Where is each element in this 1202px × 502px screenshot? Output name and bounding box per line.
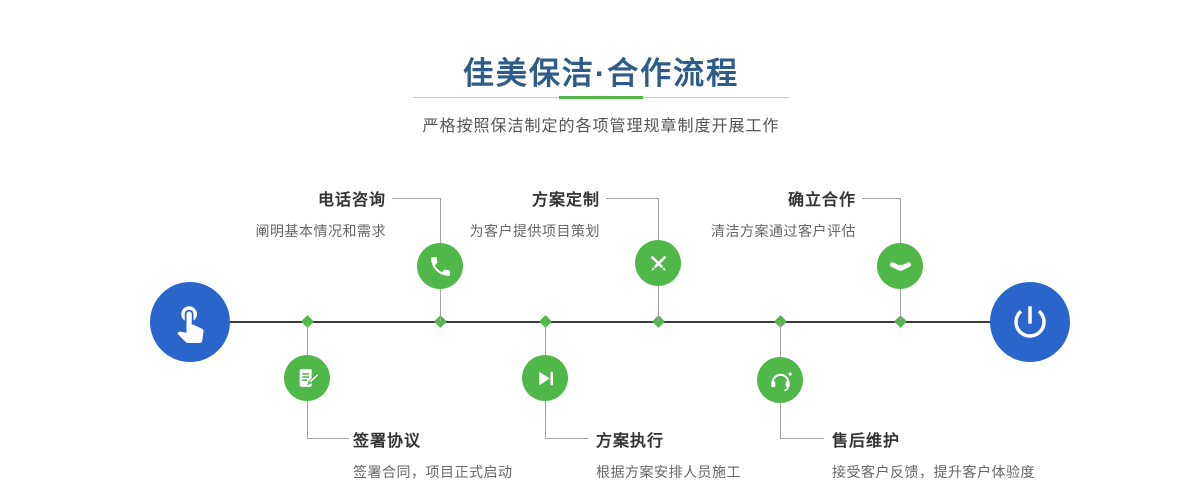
step-after-sales-node — [757, 357, 803, 403]
connector — [900, 289, 901, 321]
step-plan-design-label: 方案定制 为客户提供项目策划 — [390, 186, 600, 241]
connector — [780, 403, 781, 438]
connector — [900, 198, 901, 243]
step-title: 方案执行 — [596, 433, 665, 450]
contract-icon — [299, 368, 319, 387]
connector — [392, 198, 440, 199]
step-desc: 根据方案安排人员施工 — [596, 464, 741, 480]
page-title: 佳美保洁·合作流程 — [462, 56, 740, 91]
process-end-node — [990, 282, 1070, 362]
connector — [862, 198, 900, 199]
step-phone-consult-label: 电话咨询 阐明基本情况和需求 — [176, 186, 386, 241]
connector — [545, 323, 546, 355]
step-title: 方案定制 — [531, 192, 600, 209]
step-title: 确立合作 — [787, 192, 856, 209]
step-establish-cooperation-node — [877, 243, 923, 289]
handshake-icon — [889, 261, 911, 271]
timeline-line — [228, 321, 992, 323]
process-start-node — [150, 282, 230, 362]
step-desc: 接受客户反馈，提升客户体验度 — [832, 464, 1035, 480]
step-after-sales-label: 售后维护 接受客户反馈，提升客户体验度 — [832, 427, 1092, 482]
step-desc: 为客户提供项目策划 — [469, 223, 600, 239]
step-title: 签署协议 — [353, 433, 422, 450]
connector — [606, 198, 658, 199]
connector — [440, 289, 441, 321]
step-title: 售后维护 — [832, 433, 901, 450]
step-desc: 阐明基本情况和需求 — [255, 223, 386, 239]
step-plan-execution-label: 方案执行 根据方案安排人员施工 — [596, 427, 856, 482]
connector — [658, 198, 659, 240]
step-sign-agreement-label: 签署协议 签署合同，项目正式启动 — [353, 427, 613, 482]
connector — [307, 438, 349, 439]
headset-icon — [770, 371, 792, 391]
pointing-hand-icon — [177, 306, 204, 343]
step-establish-cooperation-label: 确立合作 清洁方案通过客户评估 — [646, 186, 856, 241]
connector — [780, 323, 781, 357]
power-icon — [1014, 306, 1046, 338]
divider-green-segment — [559, 96, 643, 99]
page-subtitle: 严格按照保洁制定的各项管理规章制度开展工作 — [422, 118, 780, 135]
connector — [307, 323, 308, 355]
connector — [780, 438, 824, 439]
connector — [658, 286, 659, 321]
connector — [307, 401, 308, 438]
connector — [440, 198, 441, 243]
step-desc: 签署合同，项目正式启动 — [353, 464, 513, 480]
step-plan-execution-node — [522, 355, 568, 401]
step-sign-agreement-node — [284, 355, 330, 401]
phone-icon — [430, 256, 450, 276]
connector — [545, 401, 546, 438]
play-icon — [538, 371, 553, 385]
title-divider — [413, 96, 789, 99]
connector — [545, 438, 588, 439]
step-plan-design-node — [635, 240, 681, 286]
step-title: 电话咨询 — [317, 192, 386, 209]
pen-tools-icon — [650, 255, 666, 271]
step-desc: 清洁方案通过客户评估 — [711, 223, 856, 239]
step-phone-consult-node — [417, 243, 463, 289]
